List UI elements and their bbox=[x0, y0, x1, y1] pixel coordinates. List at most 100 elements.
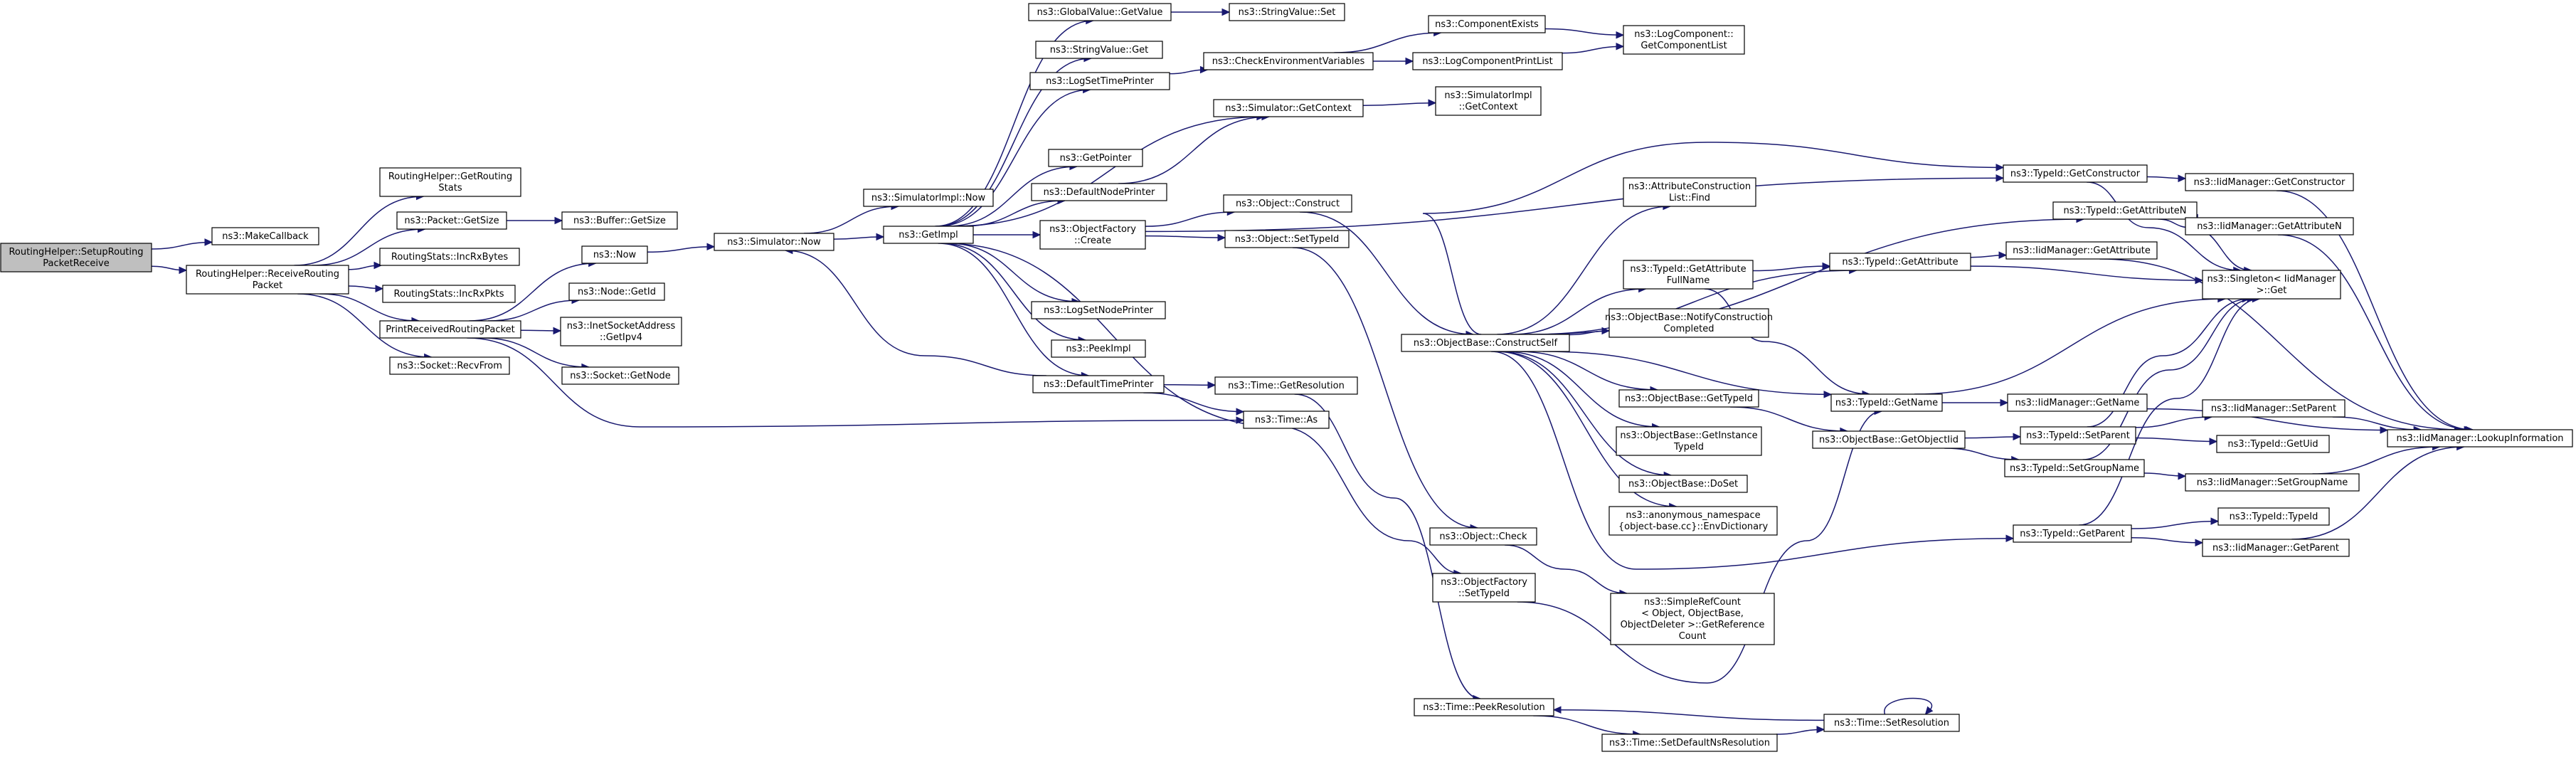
node-box bbox=[0, 243, 152, 272]
graph-node-tidsetparent[interactable]: ns3::TypeId::SetParent bbox=[2020, 426, 2136, 445]
graph-node-logcompprint[interactable]: ns3::LogComponentPrintList bbox=[1412, 52, 1563, 70]
graph-node-recvfrom[interactable]: ns3::Socket::RecvFrom bbox=[389, 356, 510, 375]
graph-node-nodegetid[interactable]: ns3::Node::GetId bbox=[568, 282, 665, 301]
node-box bbox=[2003, 164, 2148, 183]
node-label: ns3::TypeId::SetGroupName bbox=[2010, 463, 2139, 474]
graph-node-ns3now[interactable]: ns3::Now bbox=[581, 245, 648, 264]
graph-node-iidgetattr[interactable]: ns3::IidManager::GetAttribute bbox=[2005, 241, 2158, 260]
graph-node-setdefres[interactable]: ns3::Time::SetDefaultNsResolution bbox=[1601, 734, 1778, 752]
node-box bbox=[2202, 539, 2350, 557]
graph-node-gvgetvalue[interactable]: ns3::GlobalValue::GetValue bbox=[1028, 3, 1172, 21]
edge-objfactcreate-to-objconstruct bbox=[1145, 208, 1236, 227]
graph-node-factsettypeid[interactable]: ns3::ObjectFactory::SetTypeId bbox=[1432, 573, 1536, 603]
graph-node-defnodeprinter[interactable]: ns3::DefaultNodePrinter bbox=[1031, 183, 1167, 201]
edge-getimpl-to-objfactcreate bbox=[973, 231, 1041, 239]
edge-tidgetparent-to-tidtypeid bbox=[2131, 517, 2220, 529]
graph-node-incrxbytes[interactable]: RoutingStats::IncRxBytes bbox=[379, 248, 520, 266]
graph-node-objcheck[interactable]: ns3::Object::Check bbox=[1429, 527, 1537, 546]
graph-node-incrxpkts[interactable]: RoutingStats::IncRxPkts bbox=[382, 285, 516, 303]
graph-node-tidgetconstructor[interactable]: ns3::TypeId::GetConstructor bbox=[2003, 164, 2148, 183]
node-box bbox=[581, 245, 648, 264]
edge-tidsetparent-to-iidsetparent bbox=[2135, 413, 2213, 428]
graph-node-getpointer[interactable]: ns3::GetPointer bbox=[1048, 149, 1143, 167]
graph-node-getcomplist[interactable]: ns3::LogComponent::GetComponentList bbox=[1623, 25, 1745, 55]
graph-node-pktgetsize[interactable]: ns3::Packet::GetSize bbox=[396, 211, 507, 230]
graph-node-setres[interactable]: ns3::Time::SetResolution bbox=[1823, 714, 1960, 732]
graph-node-anonenv[interactable]: ns3::anonymous_namespace{object-base.cc}… bbox=[1608, 506, 1778, 536]
node-box bbox=[2202, 270, 2341, 300]
graph-node-constructself[interactable]: ns3::ObjectBase::ConstructSelf bbox=[1401, 334, 1570, 352]
node-box bbox=[1048, 149, 1143, 167]
graph-node-iidsetparent[interactable]: ns3::IidManager::SetParent bbox=[2202, 399, 2346, 418]
graph-node-bufgetsize[interactable]: ns3::Buffer::GetSize bbox=[561, 211, 678, 230]
node-label: FullName bbox=[1667, 275, 1710, 286]
graph-node-logsetnode[interactable]: ns3::LogSetNodePrinter bbox=[1031, 301, 1166, 319]
graph-node-simplerefcount[interactable]: ns3::SimpleRefCount< Object, ObjectBase,… bbox=[1610, 593, 1775, 645]
graph-node-deftimeprinter[interactable]: ns3::DefaultTimePrinter bbox=[1032, 375, 1165, 393]
node-box bbox=[1028, 3, 1172, 21]
graph-node-tidgetuid[interactable]: ns3::TypeId::GetUid bbox=[2216, 435, 2330, 453]
graph-node-simnow[interactable]: ns3::Simulator::Now bbox=[714, 233, 834, 251]
graph-node-timeas[interactable]: ns3::Time::As bbox=[1243, 411, 1330, 429]
graph-node-objsettypeid[interactable]: ns3::Object::SetTypeId bbox=[1224, 230, 1350, 248]
node-box bbox=[1229, 3, 1345, 21]
node-box bbox=[2007, 393, 2148, 412]
graph-node-tidgetattr[interactable]: ns3::TypeId::GetAttribute bbox=[1829, 253, 1971, 271]
graph-node-simgetctx[interactable]: ns3::Simulator::GetContext bbox=[1213, 99, 1364, 117]
node-label: {object-base.cc}::EnvDictionary bbox=[1618, 522, 1769, 532]
edge-setres-to-setres bbox=[1884, 697, 1934, 715]
node-label: ns3::Singleton< IidManager bbox=[2207, 274, 2336, 285]
graph-node-obgettypeid[interactable]: ns3::ObjectBase::GetTypeId bbox=[1618, 389, 1759, 408]
graph-node-obdoset[interactable]: ns3::ObjectBase::DoSet bbox=[1618, 475, 1748, 493]
graph-node-peekimpl[interactable]: ns3::PeekImpl bbox=[1051, 339, 1146, 358]
node-box bbox=[1203, 52, 1374, 70]
graph-node-logsettime[interactable]: ns3::LogSetTimePrinter bbox=[1029, 72, 1170, 90]
graph-node-svset[interactable]: ns3::StringValue::Set bbox=[1229, 3, 1345, 21]
graph-node-makecb[interactable]: ns3::MakeCallback bbox=[211, 227, 319, 245]
graph-node-iidgetconstructor[interactable]: ns3::IidManager::GetConstructor bbox=[2185, 173, 2354, 191]
graph-node-compexists[interactable]: ns3::ComponentExists bbox=[1428, 15, 1546, 33]
node-label: RoutingStats::IncRxPkts bbox=[394, 289, 504, 300]
graph-node-checkenv[interactable]: ns3::CheckEnvironmentVariables bbox=[1203, 52, 1374, 70]
graph-node-tidsetgroup[interactable]: ns3::TypeId::SetGroupName bbox=[2004, 459, 2145, 477]
graph-node-getimpl[interactable]: ns3::GetImpl bbox=[883, 226, 974, 244]
graph-node-tidtypeid[interactable]: ns3::TypeId::TypeId bbox=[2217, 507, 2330, 526]
graph-node-printrecv[interactable]: PrintReceivedRoutingPacket bbox=[379, 320, 521, 339]
graph-node-iidgetattrn[interactable]: ns3::IidManager::GetAttributeN bbox=[2185, 217, 2354, 235]
graph-node-lookup[interactable]: ns3::IidManager::LookupInformation bbox=[2387, 429, 2573, 448]
node-label: Count bbox=[1679, 631, 1707, 642]
graph-node-simimplnow[interactable]: ns3::SimulatorImpl::Now bbox=[863, 189, 994, 207]
graph-node-peekres[interactable]: ns3::Time::PeekResolution bbox=[1414, 698, 1554, 716]
graph-node-notifyconstr[interactable]: ns3::ObjectBase::NotifyConstructionCompl… bbox=[1605, 308, 1773, 338]
node-box bbox=[1610, 593, 1775, 645]
node-box bbox=[1812, 430, 1966, 449]
graph-node-svget[interactable]: ns3::StringValue::Get bbox=[1035, 41, 1163, 59]
node-label: RoutingHelper::GetRouting bbox=[388, 171, 512, 182]
graph-node-tidgetname[interactable]: ns3::TypeId::GetName bbox=[1830, 393, 1943, 412]
graph-node-objconstruct[interactable]: ns3::Object::Construct bbox=[1223, 194, 1352, 213]
edge-getimpl-to-logsetnode bbox=[948, 243, 1081, 306]
graph-node-iidgetname[interactable]: ns3::IidManager::GetName bbox=[2007, 393, 2148, 412]
graph-node-simimplgetctx[interactable]: ns3::SimulatorImpl::GetContext bbox=[1435, 86, 1542, 116]
graph-node-tidgetattrn[interactable]: ns3::TypeId::GetAttributeN bbox=[2052, 201, 2198, 220]
graph-node-timegetres[interactable]: ns3::Time::GetResolution bbox=[1214, 376, 1358, 395]
node-box bbox=[1414, 698, 1554, 716]
graph-node-sockgetnode[interactable]: ns3::Socket::GetNode bbox=[561, 366, 679, 385]
graph-node-iidgetparent[interactable]: ns3::IidManager::GetParent bbox=[2202, 539, 2350, 557]
graph-node-tidgetparent[interactable]: ns3::TypeId::GetParent bbox=[2013, 524, 2132, 543]
node-label: ::SetTypeId bbox=[1458, 588, 1510, 599]
graph-node-iidsetgroup[interactable]: ns3::IidManager::SetGroupName bbox=[2185, 473, 2360, 492]
graph-node-inetgetipv4[interactable]: ns3::InetSocketAddress::GetIpv4 bbox=[560, 317, 682, 346]
node-label: ::GetContext bbox=[1459, 102, 1518, 112]
edge-getimpl-to-simgetctx bbox=[953, 112, 1266, 227]
node-label: ns3::Time::GetResolution bbox=[1228, 381, 1345, 391]
graph-node-obgetobjtid[interactable]: ns3::ObjectBase::GetObjectIid bbox=[1812, 430, 1966, 449]
graph-node-singleton[interactable]: ns3::Singleton< IidManager>::Get bbox=[2202, 270, 2341, 300]
graph-node-objfactcreate[interactable]: ns3::ObjectFactory::Create bbox=[1039, 220, 1146, 250]
